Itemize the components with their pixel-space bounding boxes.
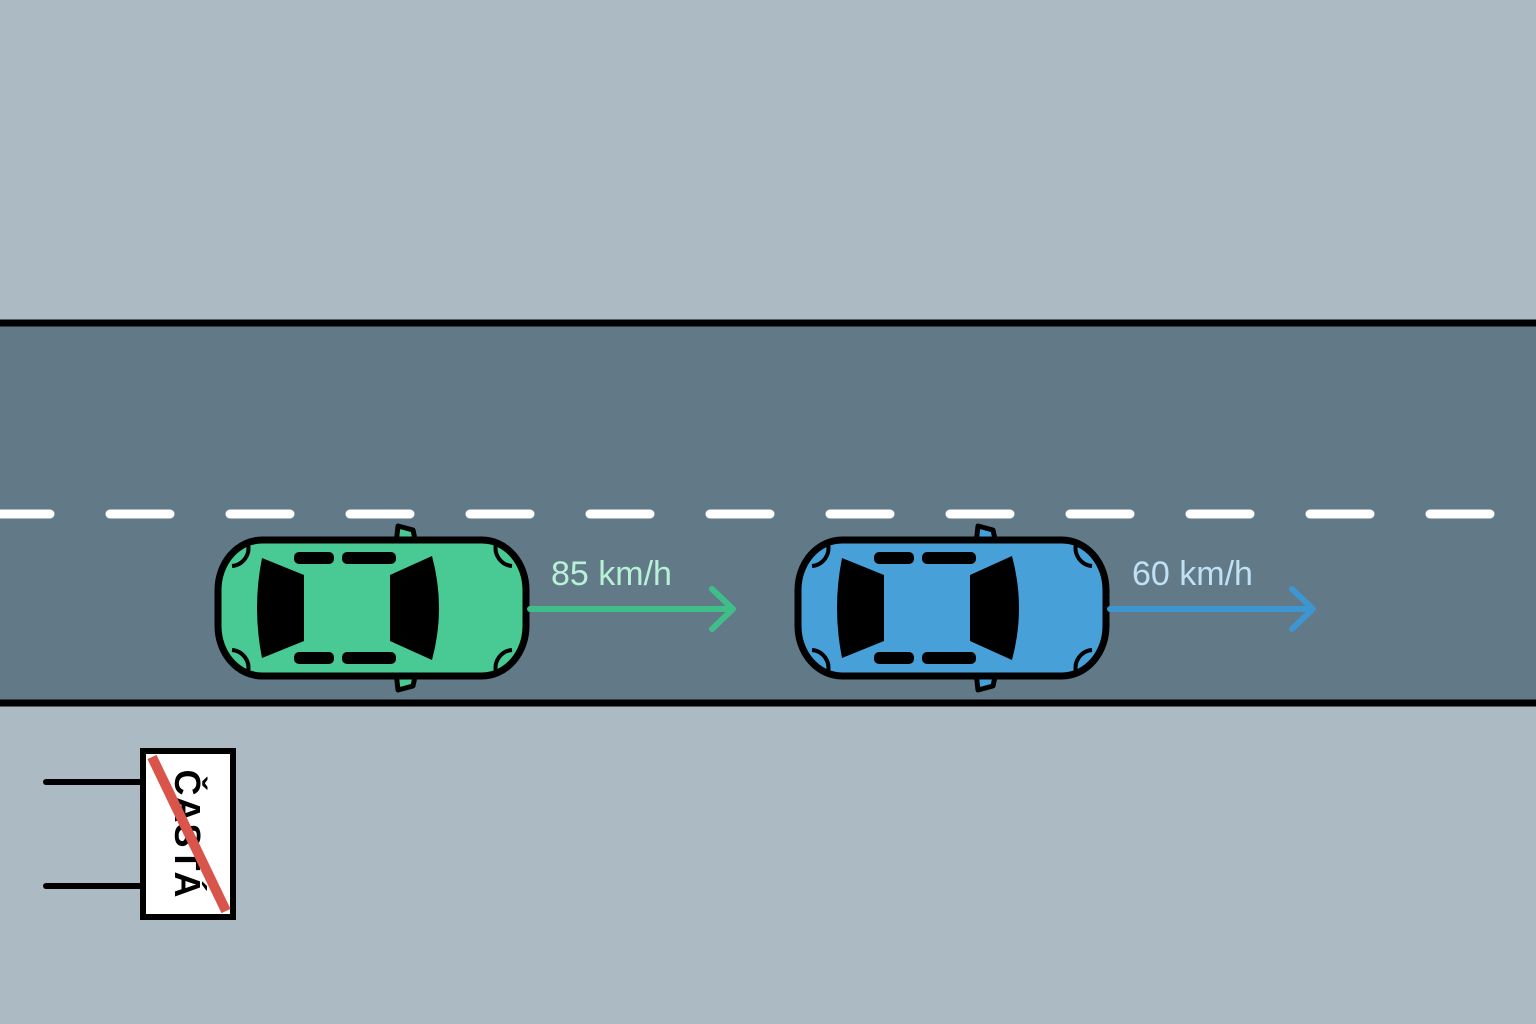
green-car <box>218 526 526 690</box>
green-car-motion-arrow <box>527 586 736 632</box>
end-of-town-sign: ČASTÁ <box>43 748 236 920</box>
blue-car-motion-arrow <box>1107 586 1316 632</box>
sign-strike-line <box>147 754 231 914</box>
blue-car <box>798 526 1106 690</box>
blue-car-speed-label: 60 km/h <box>1132 555 1253 593</box>
green-car-speed-label: 85 km/h <box>551 555 672 593</box>
